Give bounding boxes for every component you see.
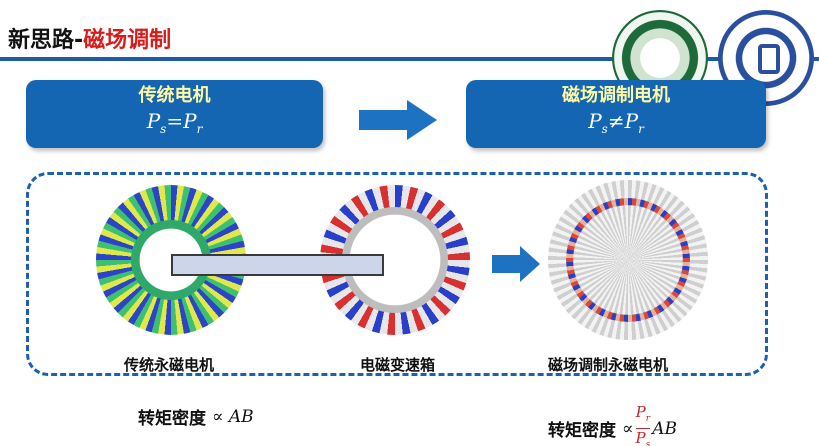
traditional-motor-box: 传统电机 Ps=Pr [26, 80, 323, 148]
formula-rhs: P [624, 109, 639, 133]
caption-traditional-pm-motor: 传统永磁电机 [124, 356, 215, 374]
formula-op: ≠ [607, 109, 625, 133]
torque-density-tail: AB [652, 418, 678, 439]
torque-density-label: 转矩密度 [548, 421, 616, 441]
field-modulation-motor-box: 磁场调制电机 Ps≠Pr [466, 80, 766, 148]
right-arrow-icon [492, 246, 540, 282]
traditional-motor-formula: Ps=Pr [147, 107, 203, 143]
pole-ratio-fraction: Pr Ps [636, 404, 651, 446]
formula-rhs-sub: r [196, 122, 203, 136]
header-rule [0, 57, 819, 61]
formula-lhs: P [588, 109, 602, 133]
torque-density-formula-right: 转矩密度 ∝ Pr Ps AB [548, 404, 677, 446]
connecting-shaft [171, 254, 384, 276]
title-accent: 磁场调制 [83, 28, 172, 53]
formula-lhs-sub: s [601, 122, 608, 136]
formula-rhs-sub: r [638, 122, 644, 136]
formula-lhs-sub: s [160, 122, 167, 136]
fraction-bar [635, 428, 650, 429]
torque-density-label: 转矩密度 [138, 409, 206, 429]
traditional-motor-title: 传统电机 [138, 85, 211, 106]
torque-density-expr: ∝ AB [212, 406, 254, 427]
title-prefix: 新思路- [8, 28, 84, 53]
fraction-numerator: Pr [635, 403, 651, 424]
caption-magnetic-gearbox: 电磁变速箱 [360, 356, 436, 374]
field-modulation-pm-motor-image [548, 180, 708, 340]
formula-lhs: P [146, 109, 161, 133]
field-modulation-motor-formula: Ps≠Pr [588, 107, 644, 143]
fraction-denominator: Ps [635, 429, 651, 446]
diagram-frame [26, 172, 768, 376]
formula-rhs: P [183, 109, 197, 133]
slide-title: 新思路- 磁场调制 [8, 22, 171, 56]
field-modulation-motor-title: 磁场调制电机 [562, 85, 670, 106]
proportional-symbol: ∝ [622, 418, 634, 439]
formula-op: = [166, 109, 184, 133]
caption-field-modulation-pm-motor: 磁场调制永磁电机 [548, 356, 669, 374]
right-arrow-icon [359, 100, 437, 140]
logo-emblem [758, 44, 780, 74]
torque-density-formula-left: 转矩密度 ∝ AB [138, 404, 254, 430]
